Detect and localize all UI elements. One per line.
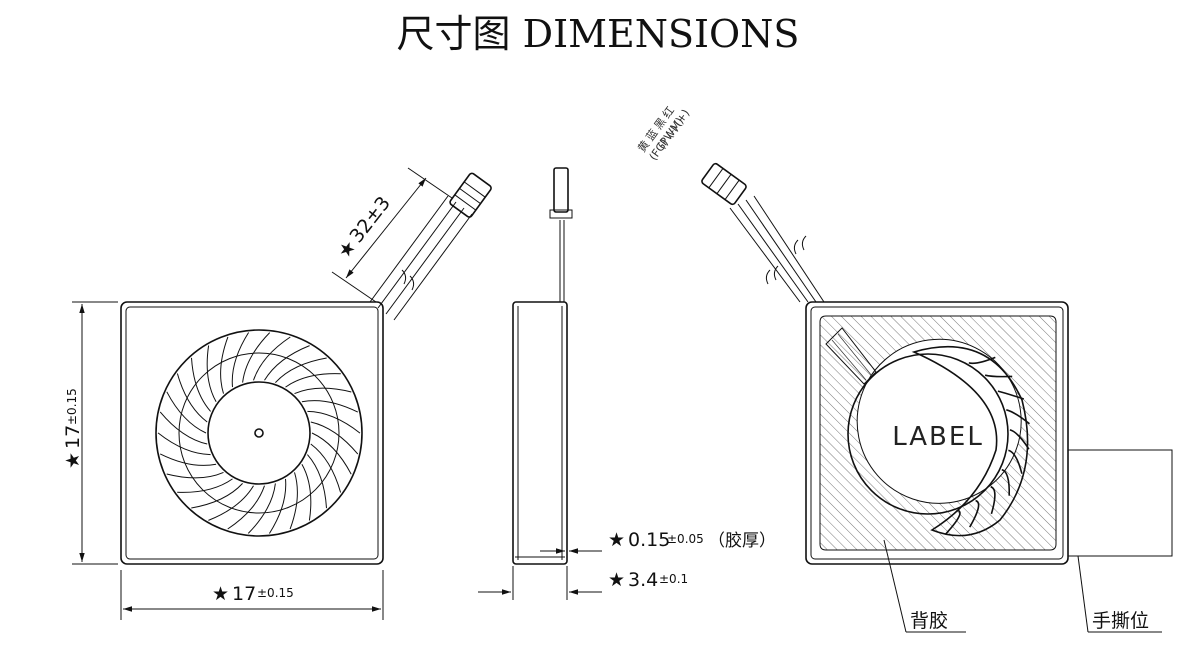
impeller-blade bbox=[285, 373, 341, 388]
impeller-blade bbox=[206, 345, 217, 403]
front-cable bbox=[369, 172, 492, 321]
width-star: ★ bbox=[212, 583, 229, 605]
width-tolerance: ±0.15 bbox=[257, 586, 294, 600]
impeller-blade bbox=[264, 345, 310, 381]
front-view: ★ 17 ±0.15 ★ 17 ±0.15 ★ 32±3 bbox=[62, 167, 492, 620]
impeller-shaft bbox=[254, 428, 264, 438]
adhesive-area bbox=[819, 315, 1057, 551]
impeller-hub bbox=[207, 381, 311, 485]
wire-black-signal: (-) bbox=[663, 122, 681, 140]
impeller-blade bbox=[310, 443, 342, 493]
cable-length-dimension: ★ 32±3 bbox=[331, 167, 453, 303]
side-housing bbox=[512, 301, 568, 565]
thickness-star: ★ bbox=[608, 569, 625, 591]
impeller-blade bbox=[159, 411, 208, 445]
adhesive-dimension: ★ 0.15 ±0.05 （胶厚） bbox=[540, 529, 776, 554]
tear-callout-label: 手撕位 bbox=[1092, 610, 1149, 632]
impeller-blade bbox=[231, 332, 250, 388]
impeller-blade-ring bbox=[178, 352, 340, 514]
impeller-blade bbox=[275, 357, 327, 383]
adhesive-value: 0.15 bbox=[628, 529, 670, 551]
impeller-blade bbox=[242, 332, 271, 383]
front-housing-outer bbox=[120, 301, 384, 565]
impeller-blade bbox=[301, 463, 312, 521]
thickness-value: 3.4 bbox=[628, 569, 658, 591]
tear-tab bbox=[1068, 449, 1173, 557]
impeller-blade bbox=[157, 432, 211, 456]
back-blade bbox=[944, 509, 961, 536]
impeller-outer-ring bbox=[155, 329, 363, 537]
back-blade bbox=[990, 486, 996, 515]
impeller-blade bbox=[227, 485, 265, 530]
thickness-dimension: ★ 3.4 ±0.1 bbox=[478, 566, 688, 600]
impeller-blade bbox=[301, 400, 359, 413]
back-blade bbox=[1009, 429, 1030, 450]
impeller-blade bbox=[268, 478, 287, 534]
width-dimension: ★ 17 ±0.15 bbox=[120, 570, 384, 620]
adhesive-callout-label: 背胶 bbox=[910, 610, 948, 632]
impeller-blade bbox=[166, 471, 224, 479]
wire-color-legend: 红 (+) 黑 (-) 蓝 (PWM) 黄 (FG) bbox=[634, 104, 692, 163]
adhesive-callout: 背胶 bbox=[883, 539, 966, 633]
back-blade bbox=[1006, 409, 1030, 425]
impeller-blade bbox=[191, 483, 243, 509]
height-value: 17 bbox=[62, 425, 84, 449]
side-view: ★ 3.4 ±0.1 ★ 0.15 ±0.05 （胶厚） bbox=[478, 167, 776, 600]
side-connector bbox=[553, 167, 569, 213]
adhesive-tolerance: ±0.05 bbox=[667, 532, 704, 546]
front-connector bbox=[449, 172, 492, 218]
label-circle bbox=[847, 353, 1009, 515]
back-cable bbox=[701, 162, 825, 303]
impeller-blade bbox=[310, 421, 359, 455]
vent-cutout bbox=[911, 345, 1029, 537]
width-value: 17 bbox=[232, 583, 256, 605]
tear-callout: 手撕位 bbox=[1077, 555, 1162, 633]
back-blade bbox=[969, 499, 980, 528]
back-housing-inner bbox=[810, 306, 1064, 560]
back-blade bbox=[1001, 468, 1011, 496]
impeller-blade bbox=[294, 387, 352, 395]
back-blade bbox=[968, 356, 996, 365]
back-visible-blades bbox=[944, 356, 1030, 536]
impeller-blade bbox=[289, 472, 298, 530]
impeller-blade bbox=[253, 336, 291, 381]
impeller-blade bbox=[247, 483, 276, 534]
impeller-blade bbox=[220, 336, 229, 394]
page-title: 尺寸图 DIMENSIONS bbox=[397, 12, 800, 56]
impeller-blade bbox=[159, 453, 217, 466]
back-label-text: LABEL bbox=[892, 422, 984, 452]
front-housing-inner bbox=[125, 306, 379, 560]
height-star: ★ bbox=[62, 452, 84, 469]
impeller-blade bbox=[307, 410, 361, 434]
cable-value: 32±3 bbox=[346, 192, 395, 247]
impeller-blades bbox=[157, 332, 361, 534]
impeller-blade bbox=[307, 454, 327, 509]
thickness-tolerance: ±0.1 bbox=[659, 572, 688, 586]
back-view: LABEL 红 (+) 黑 (-) 蓝 (PWM) 黄 (FG) bbox=[634, 104, 1173, 633]
impeller-blade bbox=[311, 432, 352, 475]
impeller-blade bbox=[177, 478, 233, 493]
impeller-blade bbox=[191, 357, 211, 412]
adhesive-star: ★ bbox=[608, 529, 625, 551]
adhesive-note: （胶厚） bbox=[708, 531, 776, 551]
impeller-blade bbox=[166, 391, 207, 434]
back-blade bbox=[1008, 449, 1023, 474]
height-dimension: ★ 17 ±0.15 bbox=[62, 301, 118, 565]
impeller-blade bbox=[208, 485, 254, 521]
back-blade bbox=[997, 390, 1025, 400]
back-blade bbox=[984, 374, 1013, 378]
back-housing-outer bbox=[805, 301, 1069, 565]
height-tolerance: ±0.15 bbox=[65, 388, 79, 425]
impeller-blade bbox=[176, 373, 208, 423]
